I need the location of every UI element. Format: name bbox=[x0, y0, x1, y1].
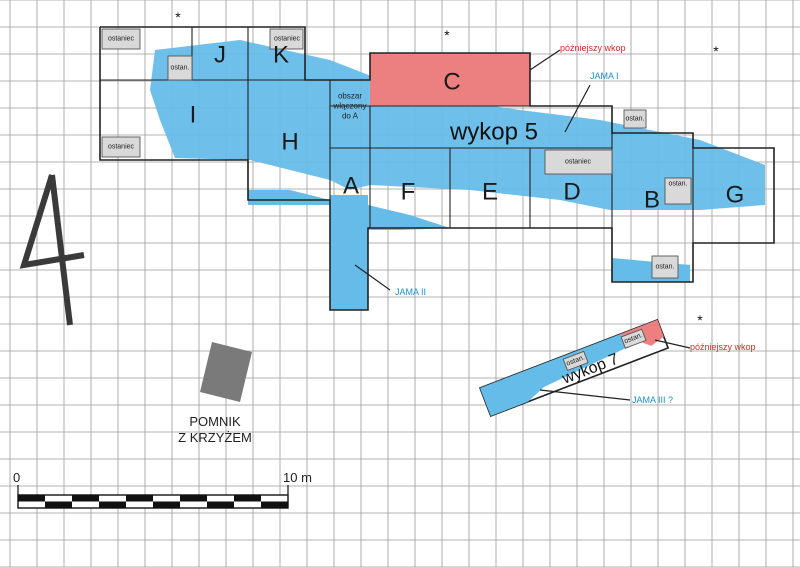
sector-j: J bbox=[214, 42, 226, 69]
ostaniec-label-5: ostaniec bbox=[565, 159, 592, 166]
reference-point-1: * bbox=[175, 9, 181, 25]
ostaniec-label-2: ostaniec bbox=[108, 144, 135, 151]
ostaniec-4 bbox=[167, 55, 193, 81]
area-note-line-3: do A bbox=[342, 112, 359, 121]
ostaniec-7 bbox=[664, 177, 692, 205]
ostaniec-group bbox=[101, 28, 692, 279]
jama-3-label: JAMA III ? bbox=[632, 395, 673, 405]
sector-h: H bbox=[281, 129, 298, 156]
pit-strip-af bbox=[368, 205, 450, 230]
pit-strip-h bbox=[248, 190, 330, 205]
north-arrow-icon bbox=[19, 174, 85, 326]
sector-g: G bbox=[726, 182, 745, 209]
sector-f: F bbox=[401, 179, 416, 206]
sector-b: B bbox=[644, 187, 660, 214]
ostaniec-label-6: ostan. bbox=[625, 116, 644, 123]
ostaniec-3 bbox=[269, 28, 304, 50]
jama-2-label: JAMA II bbox=[395, 287, 426, 297]
monument-icon bbox=[200, 342, 252, 402]
later-cut-label-2: późniejszy wkop bbox=[690, 342, 756, 352]
sector-d: D bbox=[563, 179, 580, 206]
ostaniec-5 bbox=[544, 149, 613, 175]
scale-start-label: 0 bbox=[13, 470, 20, 485]
ostaniec-label-7: ostan. bbox=[668, 181, 687, 188]
sector-c: C bbox=[443, 69, 460, 96]
sector-e: E bbox=[482, 179, 498, 206]
ostaniec-2 bbox=[101, 136, 141, 158]
area-note-line-1: obszar bbox=[338, 92, 362, 101]
ostaniec-8 bbox=[651, 255, 679, 279]
sector-i: I bbox=[190, 102, 197, 129]
scale-bar bbox=[17, 485, 289, 509]
later-cut-c bbox=[370, 53, 530, 106]
sector-k: K bbox=[273, 42, 289, 69]
monument-label-line-1: POMNIK bbox=[189, 414, 241, 429]
monument-label-line-2: Z KRZYŻEM bbox=[178, 430, 252, 445]
ostaniec-label-1: ostaniec bbox=[108, 36, 135, 43]
scale-end-label: 10 m bbox=[283, 470, 312, 485]
area-note-line-2: włączony bbox=[333, 102, 367, 111]
ostaniec-label-4: ostan. bbox=[170, 65, 189, 72]
later-cut-label-1: późniejszy wkop bbox=[560, 43, 626, 53]
sector-a: A bbox=[343, 173, 359, 200]
ostaniec-7a bbox=[562, 350, 589, 372]
trench-5-outline bbox=[99, 26, 775, 311]
pit-jama-2 bbox=[330, 195, 368, 310]
jama-1-label: JAMA I bbox=[590, 71, 619, 81]
ostaniec-label-3: ostaniec bbox=[274, 36, 301, 43]
trench-7: ostan. ostan. wykop 7 bbox=[478, 318, 670, 418]
ostaniec-label-8: ostan. bbox=[655, 264, 674, 271]
reference-point-4: * bbox=[697, 312, 703, 328]
ostaniec-6 bbox=[623, 109, 647, 129]
ostaniec-7b bbox=[620, 328, 647, 349]
reference-point-2: * bbox=[444, 27, 450, 43]
ostaniec-1 bbox=[101, 28, 141, 50]
reference-point-3: * bbox=[713, 43, 719, 59]
trench-5-title: wykop 5 bbox=[449, 119, 538, 146]
